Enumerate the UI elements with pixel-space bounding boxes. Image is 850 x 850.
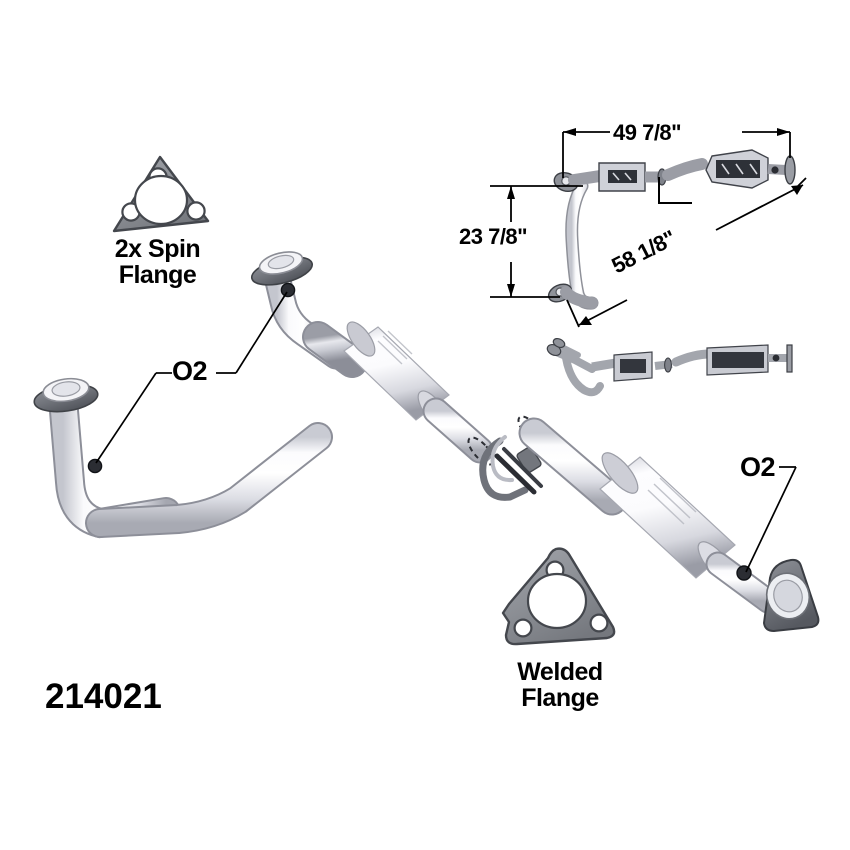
spin-flange-label-line1: 2x Spin [114, 235, 201, 263]
welded-flange-label-line1: Welded [517, 658, 603, 686]
dimension-label-drop-height: 23 7/8" [459, 224, 528, 249]
o2-leader-lines-right [745, 466, 797, 573]
welded-flange-gasket [501, 547, 616, 646]
part-number: 214021 [45, 677, 162, 716]
spin-flange-left [33, 377, 99, 413]
welded-flange-label-line2: Flange [521, 684, 599, 713]
dimension-lines [490, 128, 807, 328]
spin-flange-gasket [112, 155, 210, 233]
main-exhaust-assembly [33, 251, 820, 633]
spin-flange-upper [250, 251, 314, 286]
spin-flange-label-line2: Flange [118, 261, 197, 290]
o2-sensor-boss-right [736, 565, 752, 581]
o2-sensor-boss-upper [280, 282, 296, 298]
clamp-bolt-springs [494, 447, 543, 495]
o2-label-right: O2 [740, 452, 776, 482]
spin-flange-label: 2x Spin Flange [95, 236, 220, 289]
inset-side-view [547, 149, 796, 310]
dimension-label-overall-length: 49 7/8" [613, 120, 682, 145]
o2-label-left: O2 [172, 356, 208, 386]
o2-sensor-boss-left [87, 458, 103, 474]
welded-flange-tail [762, 558, 820, 633]
welded-flange-label: Welded Flange [495, 659, 625, 712]
inset-elevation-view [546, 337, 793, 397]
o2-leader-lines-left [95, 291, 288, 464]
